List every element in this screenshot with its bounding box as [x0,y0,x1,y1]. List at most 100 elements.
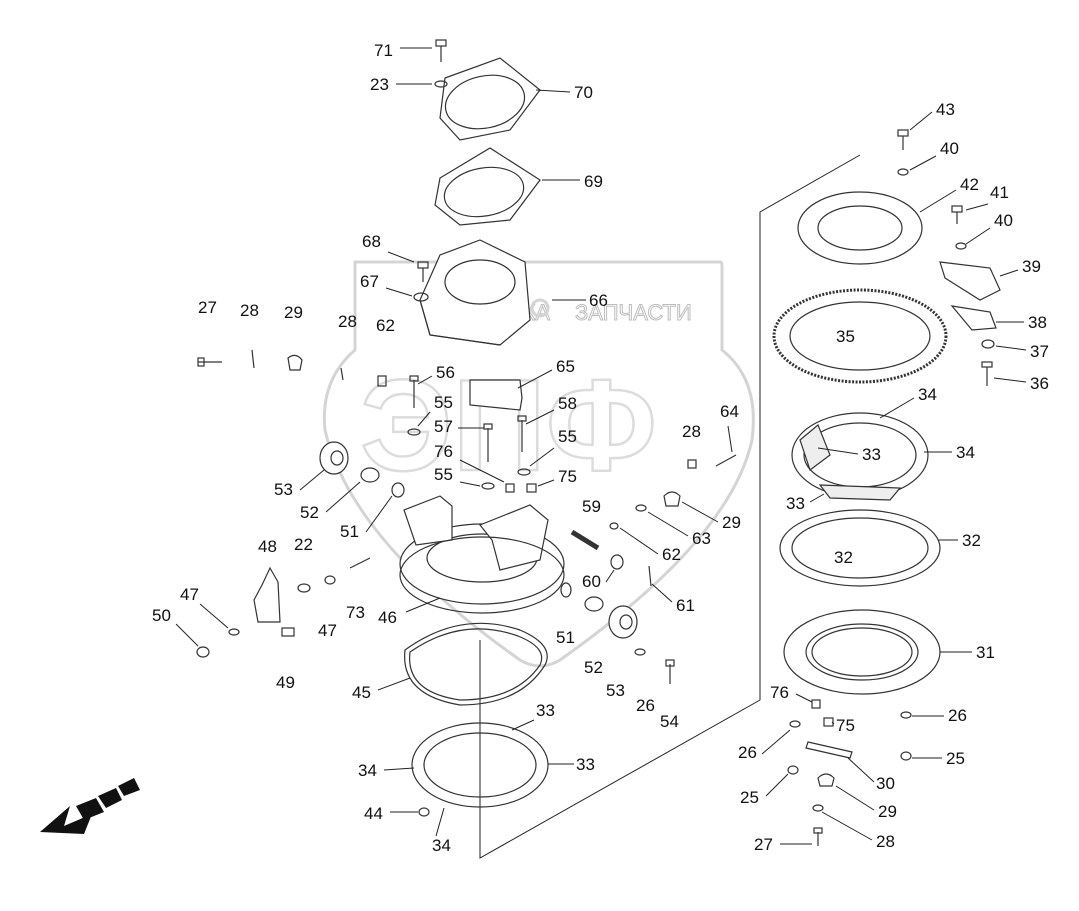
bolt-64 [715,454,737,467]
segment-38 [950,305,997,331]
callout-label-l46: 46 [378,608,397,627]
callout-label-l34a: 34 [358,761,377,780]
leader-line-l46 [405,597,441,613]
right-panel-outline [479,154,861,859]
washer-63 [635,504,647,512]
leader-line-l68 [387,251,415,263]
housing-46 [399,495,565,614]
bolt-54 [665,659,675,684]
hood-66 [419,239,531,346]
callout-label-l38: 38 [1028,313,1047,332]
callout-label-l52a: 52 [300,503,319,522]
nut-28-right [687,459,697,469]
bolt-43 [897,129,909,150]
washer-47-left [228,628,240,636]
bolt-57 [483,423,493,462]
leader-line-l39 [999,269,1019,277]
callout-label-l40a: 40 [940,139,959,158]
leader-line-l62b [619,527,659,555]
ring-42 [797,191,923,265]
callout-label-l55b: 55 [558,427,577,446]
ring-segments-33-34-bottom [411,722,549,808]
callout-label-l40b: 40 [994,211,1013,230]
callout-label-l27a: 27 [198,298,217,317]
leader-line-l50 [175,623,199,647]
callout-label-l29b: 29 [722,513,741,532]
leader-line-l63 [647,511,689,537]
leader-line-l43 [909,111,933,131]
callout-label-l50: 50 [152,606,171,625]
callout-label-l48: 48 [258,537,277,556]
callout-label-l69: 69 [584,172,603,191]
callout-label-l27b: 27 [754,835,773,854]
bolt-27-left [197,357,222,367]
callout-label-l63: 63 [692,529,711,548]
leader-line-l61 [651,583,673,603]
leader-line-l56 [417,375,433,385]
screw-44 [418,807,430,817]
leader-line-l45 [377,677,411,691]
ring-gear-35 [772,288,948,384]
leader-line-l67 [385,287,413,297]
callout-label-l36: 36 [1030,374,1049,393]
callout-label-l26c: 26 [738,743,757,762]
callout-label-l51a: 51 [340,522,359,541]
leader-line-l47a [199,603,229,629]
callout-label-l73: 73 [346,603,365,622]
callout-label-l47b: 47 [318,621,337,640]
fitting-75-top [526,483,537,493]
bolt-71 [435,39,447,62]
pin-28-mid [340,367,344,381]
leader-line-l40b [965,227,991,245]
washer-55b [517,468,531,476]
callout-label-l53a: 53 [274,480,293,499]
shield-48 [253,566,281,623]
leader-line-l29b [681,501,719,523]
nut-62-top [377,375,387,387]
clamp-29-top [663,491,681,507]
callout-label-l32a: 32 [962,531,981,550]
washer-55c [481,482,495,490]
callout-label-l34d: 34 [956,443,975,462]
watermark: ТЕХНИКА ЗАПЧАСТИ ЭПФ [322,260,755,668]
pin-59 [570,529,600,551]
leader-line-l64 [727,425,733,453]
callout-label-l43: 43 [936,100,955,119]
shim-ring-32 [779,509,941,587]
washer-22 [297,583,311,593]
bolt-58 [517,415,527,452]
callout-label-l28c: 28 [682,422,701,441]
washer-40-top [897,168,909,176]
bracket-65 [469,379,523,411]
callout-label-l22: 22 [294,535,313,554]
callout-label-l33c: 33 [862,445,881,464]
bolt-73 [349,557,371,569]
washer-37 [981,339,995,349]
callout-label-l55c: 55 [434,465,453,484]
callout-label-l47a: 47 [180,585,199,604]
callout-label-l23: 23 [370,75,389,94]
callout-label-l28a: 28 [240,301,259,320]
callout-label-l66: 66 [589,291,608,310]
pin-28-left [251,349,255,369]
callout-label-l32b: 32 [834,548,853,567]
leader-line-l52a [325,481,361,513]
leader-line-l76a [459,459,505,483]
callout-label-l52b: 52 [584,658,603,677]
callout-label-l28b: 28 [338,312,357,331]
callout-label-l42: 42 [960,175,979,194]
callout-label-l37: 37 [1030,342,1049,361]
callout-label-l54: 54 [660,712,679,731]
callout-label-l57: 57 [434,417,453,436]
leader-line-l26c [761,729,791,755]
washer-55a [407,428,421,436]
leader-line-l60 [605,569,615,583]
callout-label-l28d: 28 [876,832,895,851]
segment-39 [939,261,1001,301]
nut-25-right [900,751,912,761]
callout-label-l31: 31 [976,643,995,662]
callout-label-l76b: 76 [770,683,789,702]
callout-label-l62a: 62 [376,316,395,335]
washer-47-mid [324,575,336,585]
